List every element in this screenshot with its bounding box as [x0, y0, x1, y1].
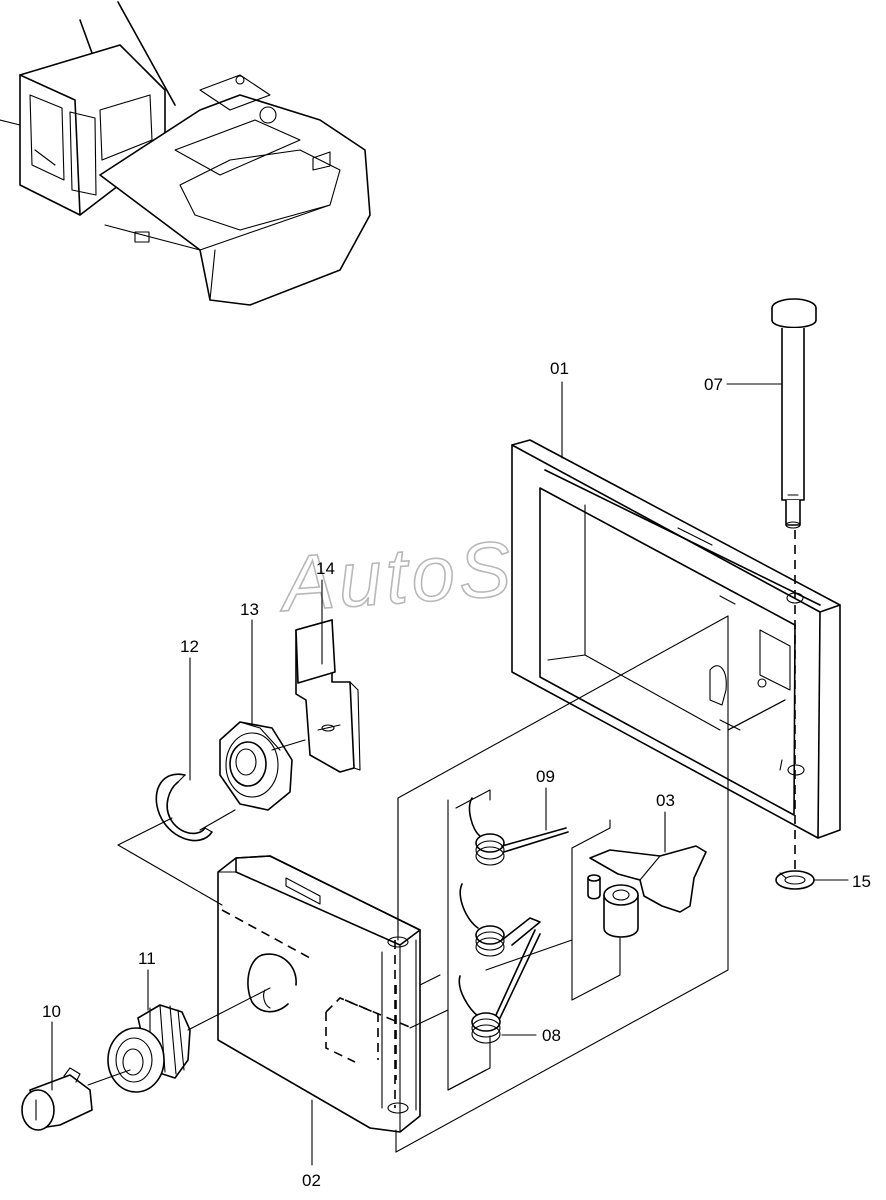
callout-leaders — [51, 381, 849, 1166]
assembly-lines — [87, 530, 796, 1153]
callout-02: 02 — [302, 1171, 321, 1190]
part-07-pin — [771, 298, 817, 529]
part-01-housing — [511, 439, 841, 839]
callout-07: 07 — [704, 375, 723, 394]
part-15-ring — [775, 870, 815, 890]
callout-13: 13 — [240, 600, 259, 619]
callout-09: 09 — [536, 767, 555, 786]
callout-08: 08 — [542, 1026, 561, 1045]
part-10-key-barrel — [21, 1067, 93, 1131]
part-14-plate — [295, 619, 361, 773]
callout-15: 15 — [852, 872, 871, 891]
part-08-spring-lower — [458, 929, 541, 1044]
callout-11: 11 — [138, 949, 156, 968]
callout-03: 03 — [656, 791, 675, 810]
part-08-spring-upper — [459, 883, 541, 957]
part-02-lock-body — [217, 855, 421, 1133]
part-03-latch-lever — [587, 845, 707, 938]
callout-01: 01 — [550, 359, 569, 378]
part-12-snap-ring — [155, 773, 213, 842]
callout-10: 10 — [42, 1002, 61, 1021]
part-11-cylinder — [107, 1004, 191, 1093]
part-13-nut — [219, 721, 293, 811]
excavator-overview — [0, 1, 371, 306]
callout-12: 12 — [180, 637, 199, 656]
part-09-spring — [468, 797, 569, 866]
callout-14: 14 — [316, 559, 335, 578]
